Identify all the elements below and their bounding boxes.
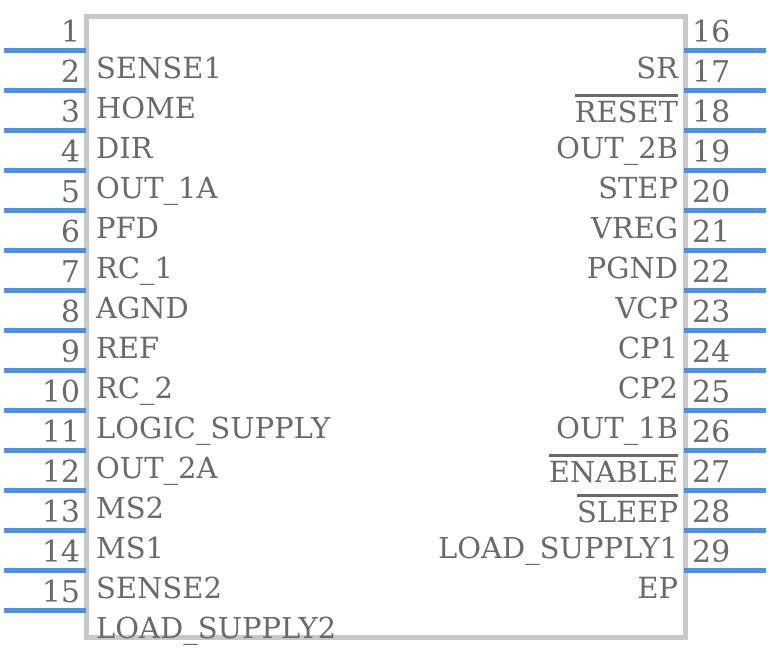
pin-number-24: 24 (692, 335, 731, 370)
pin-label-logic-supply: LOGIC_SUPPLY (96, 411, 331, 445)
pin-number-10: 10 (41, 375, 80, 410)
pin-lead-19[interactable] (684, 168, 766, 173)
pin-lead-4[interactable] (4, 168, 86, 173)
pin-number-11: 11 (41, 415, 80, 450)
pin-lead-7[interactable] (4, 288, 86, 293)
pin-label-vcp: VCP (615, 291, 678, 325)
pin-number-15: 15 (41, 575, 80, 610)
pin-number-14: 14 (41, 535, 80, 570)
pin-lead-8[interactable] (4, 328, 86, 333)
pin-lead-9[interactable] (4, 368, 86, 373)
pin-number-20: 20 (692, 175, 731, 210)
pin-lead-23[interactable] (684, 328, 766, 333)
pin-number-27: 27 (692, 455, 731, 490)
pin-lead-29[interactable] (684, 568, 766, 573)
pin-label-out-2a: OUT_2A (96, 451, 218, 485)
pin-label-rc-2: RC_2 (96, 371, 173, 405)
pin-number-28: 28 (692, 495, 731, 530)
pin-lead-21[interactable] (684, 248, 766, 253)
pin-number-9: 9 (60, 335, 80, 370)
pin-lead-20[interactable] (684, 208, 766, 213)
pin-lead-14[interactable] (4, 568, 86, 573)
pin-label-ms2: MS2 (96, 491, 165, 525)
pin-label-cp1: CP1 (617, 331, 678, 365)
pin-label-ep: EP (637, 571, 678, 605)
pin-lead-16[interactable] (684, 48, 766, 53)
pin-number-8: 8 (60, 295, 80, 330)
pin-number-25: 25 (692, 375, 731, 410)
pin-label-step: STEP (598, 171, 678, 205)
pin-number-17: 17 (692, 55, 731, 90)
pin-number-23: 23 (692, 295, 731, 330)
ic-body-outline (84, 14, 688, 640)
pin-lead-24[interactable] (684, 368, 766, 373)
pin-label-rc-1: RC_1 (96, 251, 173, 285)
pin-label-sleep: SLEEP (577, 494, 678, 529)
pin-lead-13[interactable] (4, 528, 86, 533)
pin-label-vreg: VREG (590, 211, 678, 245)
pin-label-sr: SR (636, 51, 678, 85)
pin-label-pfd: PFD (96, 211, 159, 245)
pin-label-out-1b: OUT_1B (556, 411, 678, 445)
pin-lead-5[interactable] (4, 208, 86, 213)
pin-number-3: 3 (60, 95, 80, 130)
pin-number-2: 2 (60, 55, 80, 90)
pin-lead-27[interactable] (684, 488, 766, 493)
pin-lead-15[interactable] (4, 608, 86, 613)
pin-lead-28[interactable] (684, 528, 766, 533)
pin-label-home: HOME (96, 91, 196, 125)
pin-label-ms1: MS1 (96, 531, 165, 565)
pin-lead-3[interactable] (4, 128, 86, 133)
pin-number-16: 16 (692, 15, 731, 50)
pin-number-22: 22 (692, 255, 731, 290)
pin-number-5: 5 (60, 175, 80, 210)
pin-label-load-supply2: LOAD_SUPPLY2 (96, 611, 337, 645)
pin-number-12: 12 (41, 455, 80, 490)
pin-label-reset: RESET (574, 94, 678, 129)
pin-number-18: 18 (692, 95, 731, 130)
pin-lead-18[interactable] (684, 128, 766, 133)
pin-label-out-2b: OUT_2B (556, 131, 678, 165)
pin-label-sense2: SENSE2 (96, 571, 222, 605)
pin-lead-1[interactable] (4, 48, 86, 53)
pin-lead-22[interactable] (684, 288, 766, 293)
pin-lead-17[interactable] (684, 88, 766, 93)
pin-label-ref: REF (96, 331, 160, 365)
pin-label-dir: DIR (96, 131, 153, 165)
pin-number-19: 19 (692, 135, 731, 170)
pin-lead-11[interactable] (4, 448, 86, 453)
pin-label-sense1: SENSE1 (96, 51, 222, 85)
pin-number-7: 7 (60, 255, 80, 290)
pin-label-cp2: CP2 (617, 371, 678, 405)
pin-lead-25[interactable] (684, 408, 766, 413)
pin-number-26: 26 (692, 415, 731, 450)
pin-number-4: 4 (60, 135, 80, 170)
pin-number-29: 29 (692, 535, 731, 570)
pin-lead-12[interactable] (4, 488, 86, 493)
pin-label-enable: ENABLE (548, 454, 678, 489)
pin-label-load-supply1: LOAD_SUPPLY1 (437, 531, 678, 565)
pin-label-out-1a: OUT_1A (96, 171, 218, 205)
pin-number-13: 13 (41, 495, 80, 530)
pin-lead-26[interactable] (684, 448, 766, 453)
pin-label-pgnd: PGND (586, 251, 678, 285)
pin-lead-6[interactable] (4, 248, 86, 253)
pin-number-1: 1 (60, 15, 80, 50)
pin-number-6: 6 (60, 215, 80, 250)
pin-lead-10[interactable] (4, 408, 86, 413)
pin-label-agnd: AGND (96, 291, 189, 325)
pin-number-21: 21 (692, 215, 731, 250)
pin-lead-2[interactable] (4, 88, 86, 93)
